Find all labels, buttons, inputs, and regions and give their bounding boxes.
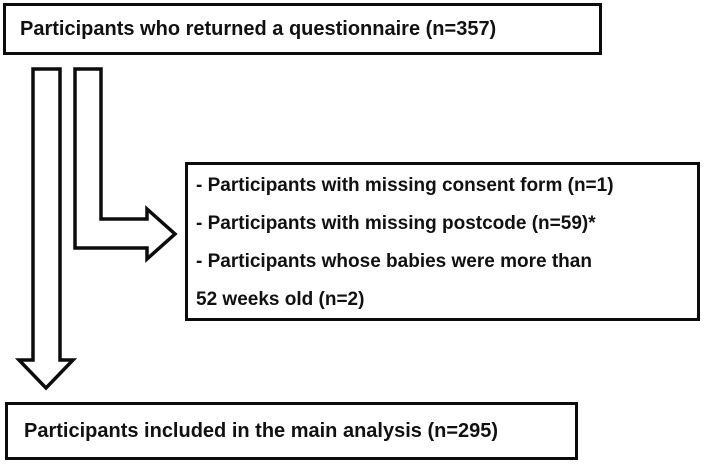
exclusion-line-missing-postcode: - Participants with missing postcode (n=… (196, 213, 596, 234)
box-returned-questionnaire: Participants who returned a questionnair… (3, 3, 602, 55)
box-main-analysis-label: Participants included in the main analys… (24, 419, 499, 442)
box-exclusions: - Participants with missing consent form… (185, 162, 700, 321)
down-arrow-shape (14, 67, 78, 391)
exclusion-line-babies-older-part1: - Participants whose babies were more th… (196, 251, 592, 272)
exclusion-line-missing-consent: - Participants with missing consent form… (196, 175, 614, 196)
exclusion-line-babies-older-part2: 52 weeks old (n=2) (196, 289, 365, 310)
elbow-arrow-shape (73, 67, 178, 263)
box-returned-questionnaire-label: Participants who returned a questionnair… (20, 17, 497, 40)
box-main-analysis: Participants included in the main analys… (5, 402, 578, 460)
